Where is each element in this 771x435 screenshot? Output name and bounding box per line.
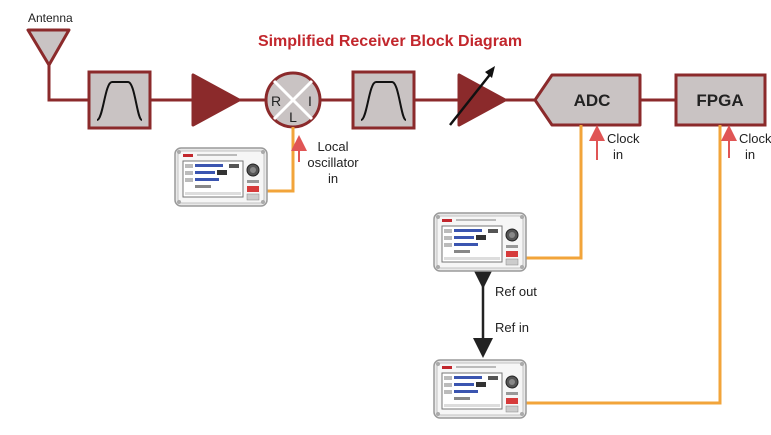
mixer-port-i: I — [308, 93, 312, 109]
fpga-clock-cable — [509, 125, 722, 405]
adc-label: ADC — [574, 91, 611, 110]
mixer-port-r: R — [271, 93, 281, 109]
fpga-clock-label-line-2: in — [745, 147, 755, 162]
variable-gain-amplifier-icon — [449, 66, 507, 127]
adc-block — [533, 73, 642, 127]
mixer-port-l: L — [289, 109, 297, 125]
adc-clock-label-line-2: in — [613, 147, 623, 162]
adc-clock-instrument — [433, 212, 527, 272]
antenna-label: Antenna — [28, 11, 73, 25]
ref-out-label: Ref out — [495, 284, 537, 299]
adc-clock-cable — [509, 125, 583, 260]
ref-in-label: Ref in — [495, 320, 529, 335]
lo-in-label-line-3: in — [328, 171, 338, 186]
antenna-icon — [26, 28, 71, 67]
bandpass-filter-2 — [351, 70, 416, 130]
fpga-clock-instrument — [433, 359, 527, 419]
fpga-clock-label-line-1: Clock — [739, 131, 771, 146]
bandpass-filter-1 — [87, 70, 152, 130]
lo-in-label-line-1: Local — [317, 139, 348, 154]
adc-clock-label-line-1: Clock — [607, 131, 640, 146]
local-oscillator-instrument — [174, 147, 268, 207]
fpga-label: FPGA — [696, 91, 743, 110]
diagram-title: Simplified Receiver Block Diagram — [258, 33, 522, 50]
amplifier-icon — [191, 73, 241, 127]
lo-in-label-line-2: oscillator — [307, 155, 359, 170]
